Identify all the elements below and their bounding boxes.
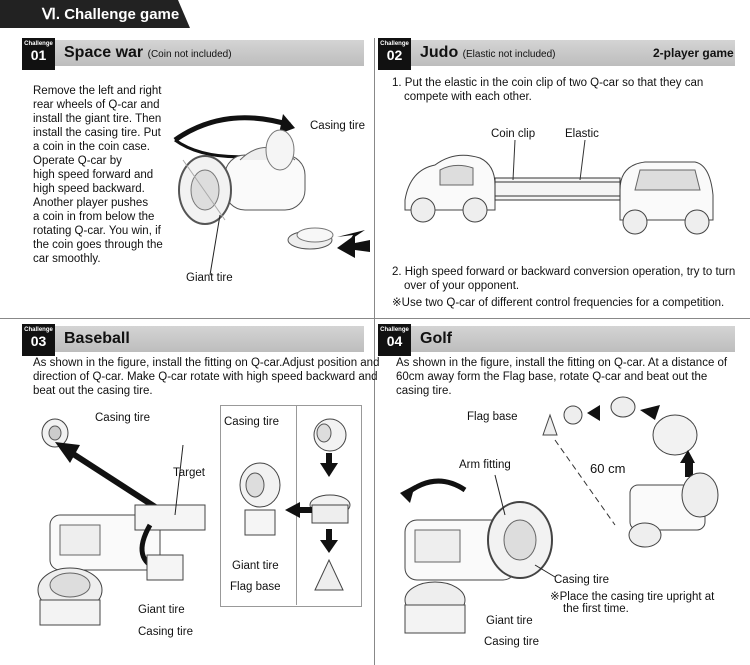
challenge-03-badge: Challenge 03 [22, 324, 55, 356]
challenge-01-note: (Coin not included) [147, 49, 232, 60]
challenge-02-header-bar [385, 40, 735, 66]
golf-illustration [400, 396, 719, 634]
distance-label: 60 cm [590, 461, 626, 476]
challenge-02-title: Judo (Elastic not included) [420, 44, 556, 61]
elastic-label: Elastic [565, 128, 599, 140]
arm-fitting-label: Arm fitting [459, 459, 511, 471]
inset-flag-base-label: Flag base [230, 581, 281, 593]
golf-giant-tire-label: Giant tire [486, 615, 533, 627]
challenge-04-title: Golf [420, 330, 452, 347]
challenge-03-header-bar [30, 326, 364, 352]
challenge-03-text: As shown in the figure, install the fitt… [33, 357, 380, 397]
challenge-02-note: (Elastic not included) [462, 49, 556, 60]
section-header: Ⅵ. Challenge game [0, 0, 190, 28]
section-title: Ⅵ. Challenge game [42, 6, 180, 23]
inset-casing-tire-label: Casing tire [224, 416, 279, 428]
challenge-01-title: Space war (Coin not included) [64, 44, 232, 61]
golf-flag-base-label: Flag base [467, 411, 518, 423]
judo-step-1: 1. Put the elastic in the coin clip of t… [392, 77, 704, 103]
baseball-giant-tire-label: Giant tire [138, 604, 185, 616]
baseball-inset-panel [220, 405, 362, 607]
baseball-casing-tire-label: Casing tire [95, 412, 150, 424]
challenge-01-badge: Challenge 01 [22, 38, 55, 70]
golf-note-line-2: the first time. [563, 603, 629, 615]
challenge-03-title: Baseball [64, 330, 130, 347]
challenge-04-text: As shown in the figure, install the fitt… [396, 357, 728, 397]
two-player-label: 2-player game [653, 46, 734, 60]
target-label: Target [173, 467, 205, 479]
challenge-04-badge: Challenge 04 [378, 324, 411, 356]
golf-casing-tire-bottom-label: Casing tire [484, 636, 539, 648]
challenge-04-header-bar [385, 326, 735, 352]
challenge-02-badge: Challenge 02 [378, 38, 411, 70]
section-header-background [0, 0, 190, 28]
vertical-divider [374, 38, 375, 665]
coin-clip-label: Coin clip [491, 128, 536, 140]
space-war-illustration [173, 114, 370, 276]
golf-note-line-1: ※Place the casing tire upright at [550, 591, 715, 603]
baseball-casing-tire-bottom-label: Casing tire [138, 626, 193, 638]
inset-giant-tire-label: Giant tire [232, 560, 279, 572]
judo-step-2: 2. High speed forward or backward conver… [392, 266, 736, 309]
casing-tire-label: Casing tire [310, 120, 365, 132]
judo-note: ※Use two Q-car of different control freq… [392, 297, 725, 309]
baseball-illustration [37, 418, 206, 626]
golf-casing-tire-label: Casing tire [554, 574, 609, 586]
baseball-inset-illustration [239, 418, 351, 591]
challenge-01-header-bar [30, 40, 364, 66]
judo-illustration [404, 140, 714, 235]
giant-tire-label: Giant tire [186, 272, 233, 284]
horizontal-divider [0, 318, 750, 319]
